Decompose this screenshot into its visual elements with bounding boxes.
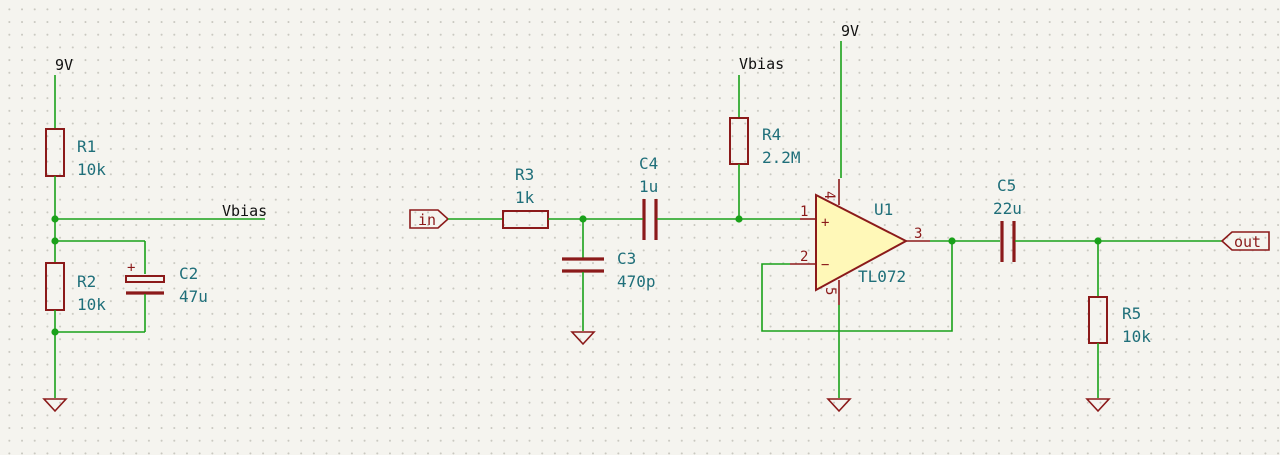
c2-polarity-mark: +	[127, 260, 135, 276]
u1-value: TL072	[858, 267, 906, 286]
net-label-vbias-mid: Vbias	[739, 55, 784, 73]
r4-value: 2.2M	[762, 148, 801, 167]
resistor-r4[interactable]	[729, 117, 749, 165]
r2-reference: R2	[77, 272, 96, 291]
junction-dot	[948, 237, 956, 245]
opamp-u1[interactable]	[815, 193, 909, 292]
r4-reference: R4	[762, 125, 781, 144]
opamp-section: 9V 4 + − 1 2 3 5 U1 TL072	[761, 22, 1000, 413]
c4-value: 1u	[639, 177, 658, 196]
r5-reference: R5	[1122, 304, 1141, 323]
c3-reference: C3	[617, 249, 636, 268]
resistor-r3[interactable]	[502, 210, 549, 229]
c5-value: 22u	[993, 199, 1022, 218]
junction-dot	[51, 215, 59, 223]
r2-value: 10k	[77, 295, 106, 314]
u1-pin-2-number: 2	[800, 249, 808, 265]
u1-plus-sign: +	[821, 215, 829, 231]
c2-positive-plate	[125, 275, 165, 283]
ground-symbol	[1085, 398, 1111, 413]
output-port[interactable]	[1220, 231, 1270, 251]
u1-pin-1-number: 1	[800, 204, 808, 220]
resistor-r2[interactable]	[45, 262, 65, 311]
c2-reference: C2	[179, 264, 198, 283]
ground-symbol	[826, 398, 852, 413]
r3-reference: R3	[515, 165, 534, 184]
ground-symbol	[570, 331, 596, 346]
junction-dot	[51, 328, 59, 336]
bias-network: 9V R1 10k Vbias R2 10k + C2 47u	[42, 56, 267, 413]
feedback-wire	[761, 241, 953, 332]
capacitor-c5[interactable]	[1000, 221, 1016, 262]
power-label-9v-right: 9V	[841, 22, 859, 40]
c4-reference: C4	[639, 154, 658, 173]
ground-symbol	[42, 398, 68, 413]
r5-value: 10k	[1122, 327, 1151, 346]
resistor-r5[interactable]	[1088, 296, 1108, 344]
u1-pin-4-number: 4	[821, 191, 837, 199]
resistor-r1[interactable]	[45, 128, 65, 177]
c5-reference: C5	[997, 176, 1016, 195]
c2-value: 47u	[179, 287, 208, 306]
u1-reference: U1	[874, 200, 893, 219]
input-port-label: in	[418, 211, 436, 229]
r1-reference: R1	[77, 137, 96, 156]
u1-minus-sign: −	[821, 257, 829, 273]
output-section: C5 22u R5 10k out	[993, 176, 1270, 413]
r1-value: 10k	[77, 160, 106, 179]
u1-pin-5-number: 5	[822, 287, 838, 295]
capacitor-c3[interactable]	[562, 257, 604, 273]
c3-value: 470p	[617, 272, 656, 291]
r3-value: 1k	[515, 188, 535, 207]
u1-pin-3-number: 3	[914, 226, 922, 242]
junction-dot	[51, 237, 59, 245]
capacitor-c2[interactable]	[125, 275, 165, 295]
capacitor-c4[interactable]	[642, 199, 658, 240]
power-label-9v-left: 9V	[55, 56, 73, 74]
net-label-vbias-left: Vbias	[222, 202, 267, 220]
input-port[interactable]	[409, 209, 450, 229]
output-port-label: out	[1234, 233, 1261, 251]
input-section: in R3 1k C3 470p C4 1u Vbias R4 2.2M	[409, 55, 801, 346]
